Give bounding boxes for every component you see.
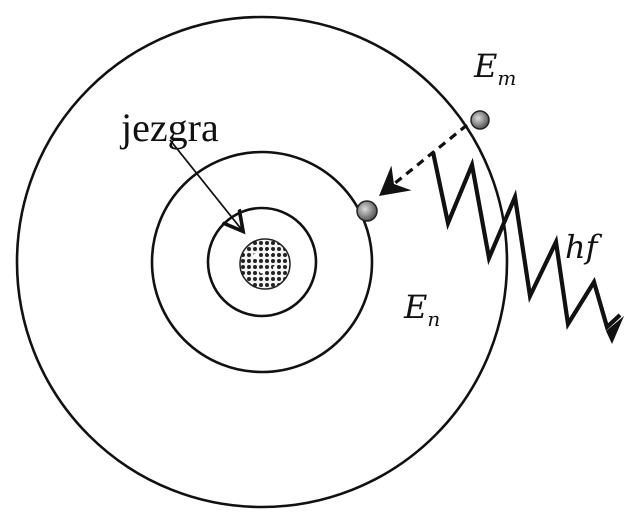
middle-orbit — [150, 150, 374, 374]
photon-wavy-arrow-icon — [430, 151, 622, 331]
inner-electron-dot-icon — [356, 200, 378, 222]
outer-energy-label: Em — [473, 47, 516, 90]
inner-energy-label: En — [403, 288, 440, 331]
photon-energy-label: hf — [565, 228, 603, 266]
nucleus-label: jezgra — [119, 105, 219, 150]
nucleus-pointer-arrow — [169, 139, 242, 230]
photon-arrow-head — [606, 316, 624, 344]
outer-electron-dot-icon — [470, 110, 490, 130]
transition-dashed-arrow-icon — [379, 123, 469, 197]
outer-orbit — [15, 15, 509, 509]
nucleus-cluster-icon — [239, 238, 291, 290]
inner-orbit — [206, 206, 318, 318]
